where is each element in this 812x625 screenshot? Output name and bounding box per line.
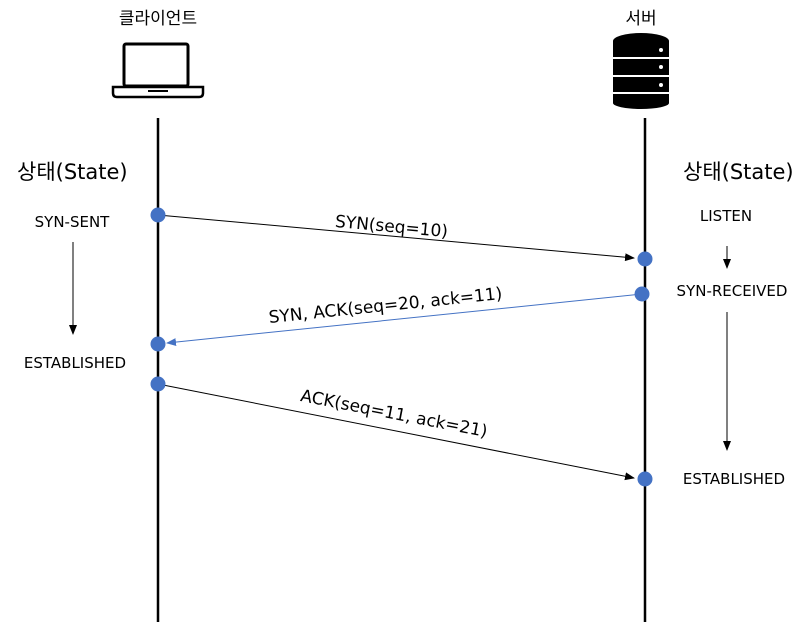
server-state-established: ESTABLISHED (683, 470, 785, 488)
database-server-icon (613, 33, 669, 109)
server-state-listen: LISTEN (700, 207, 752, 225)
server-state-title: 상태(State) (683, 160, 794, 184)
laptop-icon (111, 42, 205, 99)
client-label: 클라이언트 (119, 9, 197, 29)
server-syn-ack-sent-dot (634, 286, 650, 302)
syn-ack-message-arrow (166, 293, 643, 347)
server-state-syn-received: SYN-RECEIVED (677, 282, 788, 300)
client-state-title: 상태(State) (17, 160, 128, 184)
syn-message-arrow (157, 214, 635, 262)
ack-message-label: ACK(seq=11, ack=21) (299, 386, 489, 442)
syn-ack-message-label: SYN, ACK(seq=20, ack=11) (268, 284, 503, 328)
client-state-established: ESTABLISHED (24, 354, 126, 372)
client-syn-sent-dot (150, 207, 166, 223)
server-ack-received-dot (637, 471, 653, 487)
server-label: 서버 (625, 9, 656, 29)
server-syn-received-dot (637, 251, 653, 267)
client-ack-sent-dot (150, 376, 166, 392)
client-syn-ack-received-dot (150, 336, 166, 352)
ack-message-arrow (157, 383, 635, 481)
client-state-syn-sent: SYN-SENT (35, 213, 111, 231)
syn-message-label: SYN(seq=10) (334, 212, 448, 242)
